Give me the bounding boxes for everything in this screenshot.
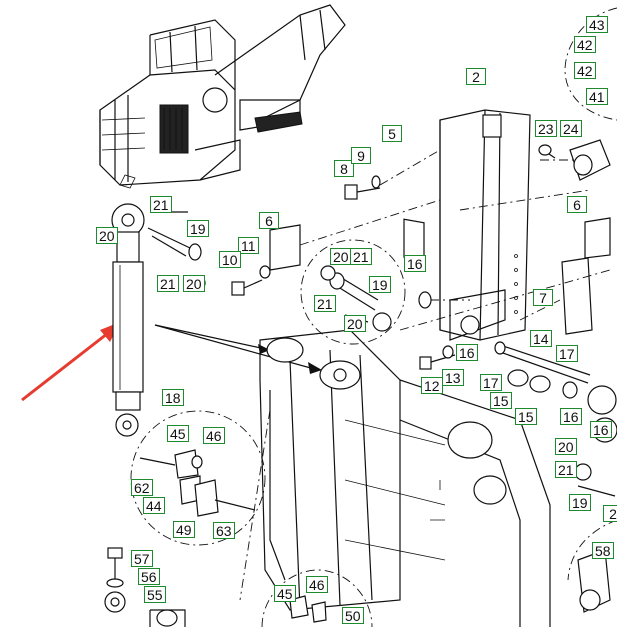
milling-machine-illustration xyxy=(99,4,346,189)
part-callout-46: 46 xyxy=(306,576,328,593)
part-callout-45: 45 xyxy=(274,585,296,602)
detail-circle-top-right xyxy=(564,7,617,121)
part-callout-20: 20 xyxy=(344,315,366,332)
part-callout-45: 45 xyxy=(167,425,189,442)
part-callout-23: 23 xyxy=(535,120,557,137)
part-callout-62: 62 xyxy=(131,479,153,496)
part-callout-44: 44 xyxy=(143,497,165,514)
part-callout-21: 21 xyxy=(157,275,179,292)
part-callout-21: 21 xyxy=(350,248,372,265)
part-callout-6: 6 xyxy=(259,212,279,229)
part-callout-20: 20 xyxy=(96,227,118,244)
plate-7 xyxy=(561,257,593,335)
part-callout-21: 21 xyxy=(555,461,577,478)
wear-pad-6-right xyxy=(584,217,611,259)
detail-circle-pin-set xyxy=(300,239,406,345)
part-callout-19: 19 xyxy=(369,276,391,293)
assembly-dashed-lines xyxy=(299,149,611,331)
part-callout-41: 41 xyxy=(586,88,608,105)
part-callout-42: 42 xyxy=(574,62,596,79)
part-callout-56: 56 xyxy=(138,568,160,585)
part-callout-20: 20 xyxy=(555,438,577,455)
part-callout-21: 21 xyxy=(150,196,172,213)
part-callout-20: 20 xyxy=(183,275,205,292)
part-callout-17: 17 xyxy=(480,374,502,391)
part-callout-24: 24 xyxy=(560,120,582,137)
part-callout-20: 20 xyxy=(330,248,352,265)
part-callout-15: 15 xyxy=(490,392,512,409)
wear-pad-6-left xyxy=(269,224,301,271)
part-callout-16: 16 xyxy=(404,255,426,272)
part-callout-14: 14 xyxy=(530,330,552,347)
part-callout-43: 43 xyxy=(586,16,608,33)
part-callout-19: 19 xyxy=(187,220,209,237)
part-callout-19: 19 xyxy=(569,494,591,511)
detail-circle-lower-left xyxy=(130,410,266,546)
part-callout-9: 9 xyxy=(351,147,371,164)
part-callout-16: 16 xyxy=(590,421,612,438)
part-callout-7: 7 xyxy=(533,289,553,306)
part-callout-8: 8 xyxy=(334,160,354,177)
part-callout-5: 5 xyxy=(382,125,402,142)
part-callout-16: 16 xyxy=(456,344,478,361)
part-callout-46: 46 xyxy=(203,427,225,444)
part-callout-15: 15 xyxy=(515,408,537,425)
part-callout-10: 10 xyxy=(219,251,241,268)
part-callout-18: 18 xyxy=(162,389,184,406)
main-frame-assembly xyxy=(239,329,551,627)
part-callout-2: 2 xyxy=(466,68,486,85)
part-callout-50: 50 xyxy=(342,607,364,624)
upright-column xyxy=(439,109,531,341)
part-callout-21: 21 xyxy=(314,295,336,312)
eye-bolt-assembly xyxy=(104,547,186,627)
part-callout-49: 49 xyxy=(173,521,195,538)
part-callout-57: 57 xyxy=(131,550,153,567)
part-callout-58: 58 xyxy=(592,542,614,559)
part-callout-2: 2 xyxy=(603,505,617,522)
part-callout-55: 55 xyxy=(144,586,166,603)
part-callout-16: 16 xyxy=(560,408,582,425)
fasteners xyxy=(231,139,617,415)
pointer-lines xyxy=(154,324,322,374)
part-callout-63: 63 xyxy=(213,522,235,539)
part-callout-12: 12 xyxy=(421,377,443,394)
part-callout-6: 6 xyxy=(567,196,587,213)
red-indicator-arrow xyxy=(21,322,120,402)
part-callout-17: 17 xyxy=(556,345,578,362)
hydraulic-cylinder xyxy=(111,203,206,437)
part-callout-11: 11 xyxy=(238,237,259,254)
part-callout-13: 13 xyxy=(442,369,464,386)
part-callout-42: 42 xyxy=(574,36,596,53)
